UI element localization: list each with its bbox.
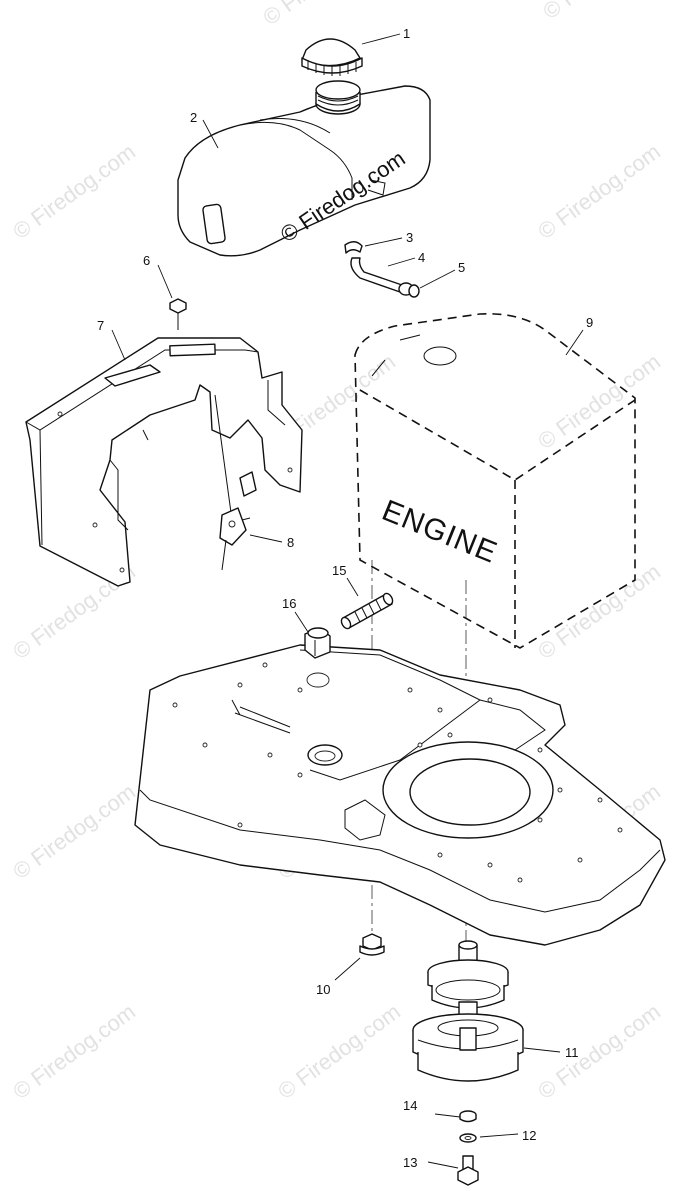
leader-lines xyxy=(111,33,584,1169)
watermark: © Firedog.com xyxy=(8,999,140,1104)
fuel-cap xyxy=(301,38,363,76)
callout-7: 7 xyxy=(97,318,104,333)
callout-8: 8 xyxy=(287,535,294,550)
callout-9: 9 xyxy=(586,315,593,330)
callout-14: 14 xyxy=(403,1098,417,1113)
fuel-tank: © Firedog.com xyxy=(177,80,431,257)
watermark: © Firedog.com xyxy=(8,779,140,884)
callout-2: 2 xyxy=(190,110,197,125)
callout-1: 1 xyxy=(403,26,410,41)
watermark: © Firedog.com xyxy=(533,559,665,664)
bolt-13 xyxy=(457,1155,479,1186)
callout-3: 3 xyxy=(406,230,413,245)
watermark: © Firedog.com xyxy=(273,999,405,1104)
callout-10: 10 xyxy=(316,982,330,997)
callout-12: 12 xyxy=(522,1128,536,1143)
bolt-10 xyxy=(359,933,385,956)
bolt-6 xyxy=(169,298,187,330)
bolt-15 xyxy=(340,592,394,630)
throttle-control xyxy=(214,394,257,571)
engine-phantom: ENGINE xyxy=(354,313,636,649)
frame-deck xyxy=(134,644,666,946)
watermark: © Firedog.com xyxy=(533,139,665,244)
engine-pulley xyxy=(412,940,524,1082)
callout-16: 16 xyxy=(282,596,296,611)
engine-label: ENGINE xyxy=(377,494,502,570)
callout-5: 5 xyxy=(458,260,465,275)
washer-14 xyxy=(459,1110,477,1123)
watermark: © Firedog.com xyxy=(538,0,670,24)
callout-numbers: 1 2 3 4 5 6 7 8 9 10 11 12 13 14 15 16 xyxy=(97,26,593,1170)
watermark: © Firedog.com xyxy=(258,0,390,30)
callout-13: 13 xyxy=(403,1155,417,1170)
callout-15: 15 xyxy=(332,563,346,578)
callout-6: 6 xyxy=(143,253,150,268)
nut-16 xyxy=(304,627,331,659)
tank-neck xyxy=(315,80,361,115)
callout-11: 11 xyxy=(565,1045,579,1060)
fuel-line-assembly xyxy=(344,241,420,298)
callout-4: 4 xyxy=(418,250,425,265)
watermark: © Firedog.com xyxy=(8,139,140,244)
watermark: © Firedog.com xyxy=(533,349,665,454)
dash-panel xyxy=(25,337,303,587)
deck-holes xyxy=(172,662,623,883)
washer-12 xyxy=(459,1133,477,1143)
